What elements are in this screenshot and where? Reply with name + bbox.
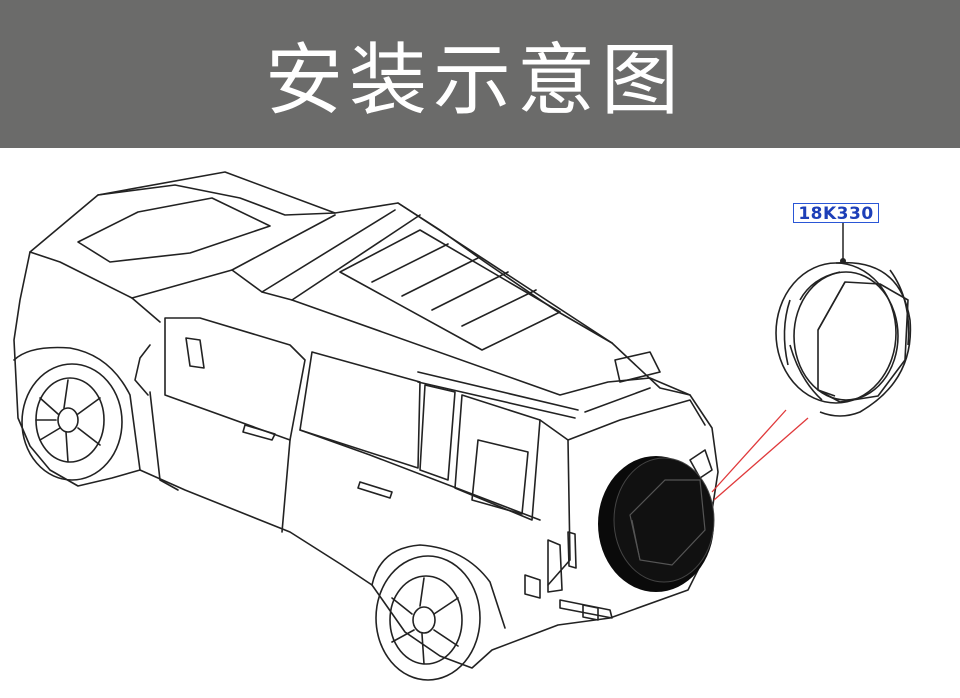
mounted-wheel-cover-icon bbox=[598, 456, 715, 592]
callout-pointer bbox=[840, 222, 846, 264]
part-number-label: 18K330 bbox=[793, 203, 879, 224]
title-banner: 安装示意图 bbox=[0, 0, 960, 148]
spare-wheel-cover-icon bbox=[775, 261, 912, 417]
page-title: 安装示意图 bbox=[264, 36, 685, 126]
leader-lines bbox=[711, 409, 809, 501]
installation-diagram bbox=[13, 171, 912, 681]
vehicle-outline-icon bbox=[13, 171, 719, 681]
